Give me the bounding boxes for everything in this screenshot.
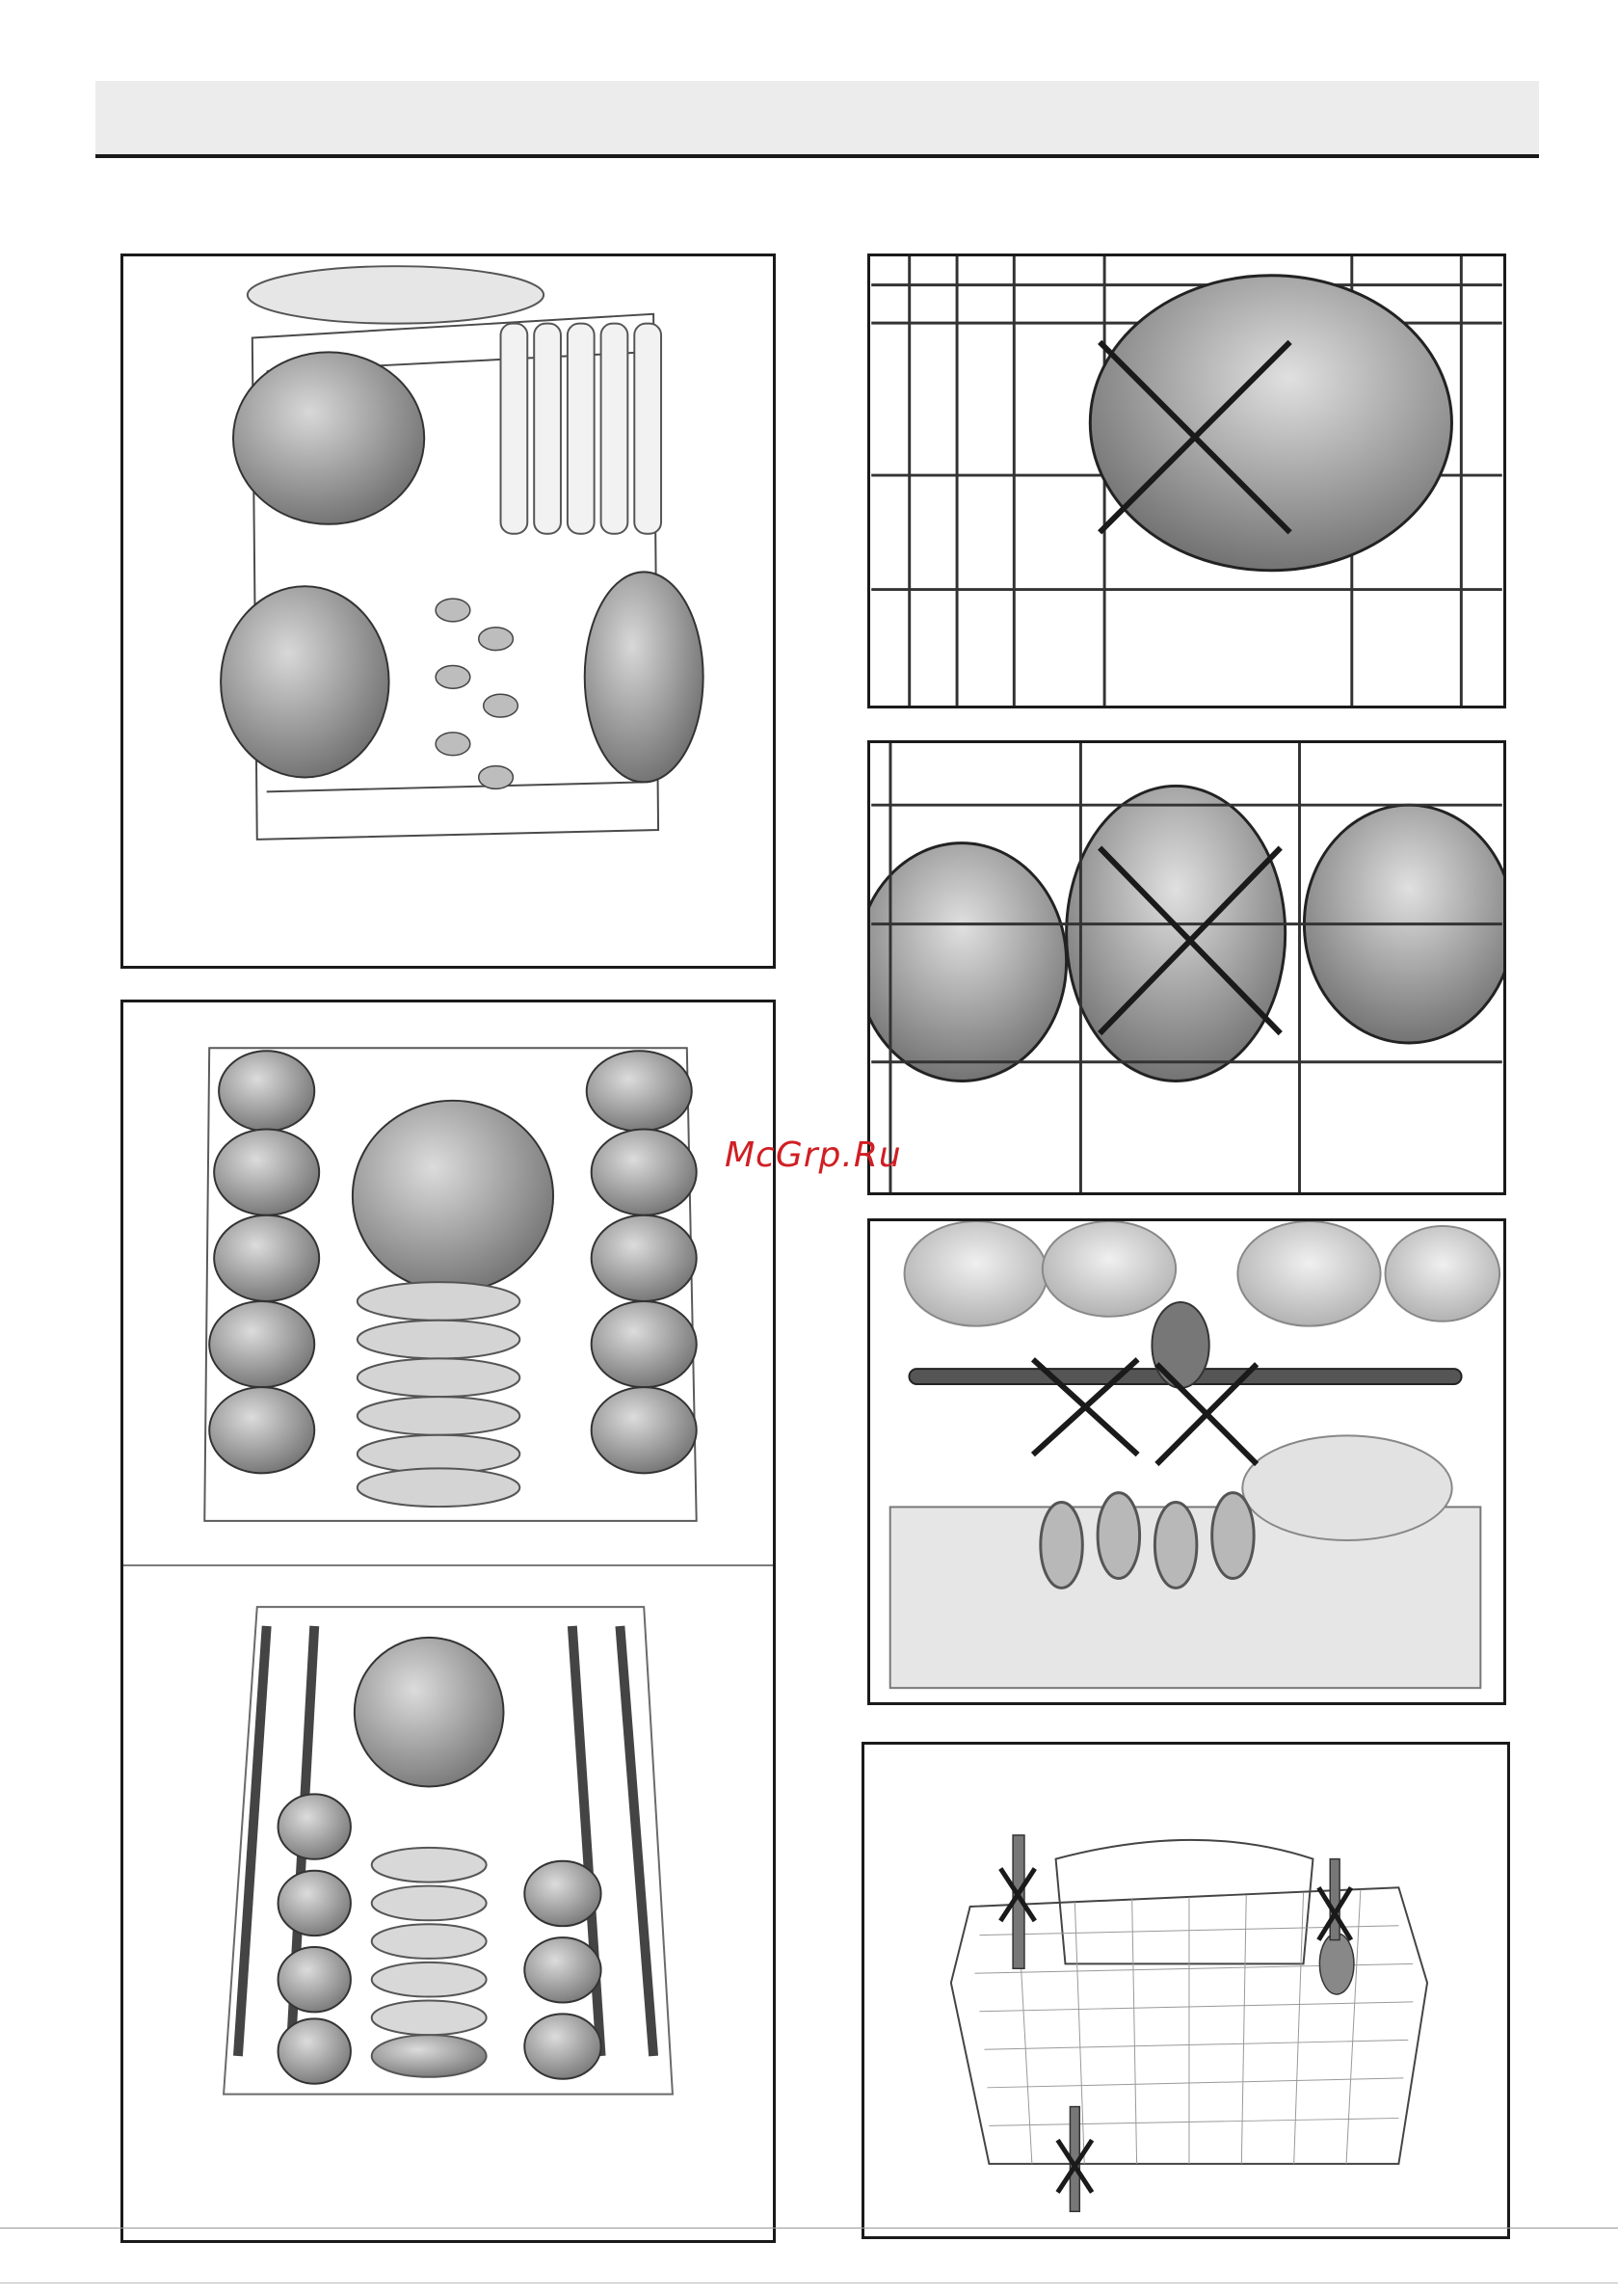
spray-arm-illustration — [870, 1221, 1503, 1702]
header-band — [95, 81, 1539, 154]
incorrect-bowl-2-illustration — [870, 743, 1503, 1192]
folding-racks-illustration — [123, 1002, 773, 2240]
cutlery-basket-illustration — [864, 1745, 1507, 2236]
figure-incorrect-bowl-1 — [867, 254, 1506, 708]
header-rule — [95, 154, 1539, 158]
bottom-rule — [0, 2228, 1618, 2229]
figure-spray-arm-obstruction — [867, 1218, 1506, 1705]
figure-cutlery-basket — [862, 1742, 1510, 2239]
figure-upper-basket — [120, 1000, 776, 2243]
watermark-text: McGrp.Ru — [725, 1135, 902, 1175]
figure-lower-basket — [120, 254, 776, 969]
figure-incorrect-bowl-2 — [867, 740, 1506, 1195]
lower-basket-illustration — [123, 256, 773, 966]
incorrect-bowl-1-illustration — [870, 256, 1503, 706]
